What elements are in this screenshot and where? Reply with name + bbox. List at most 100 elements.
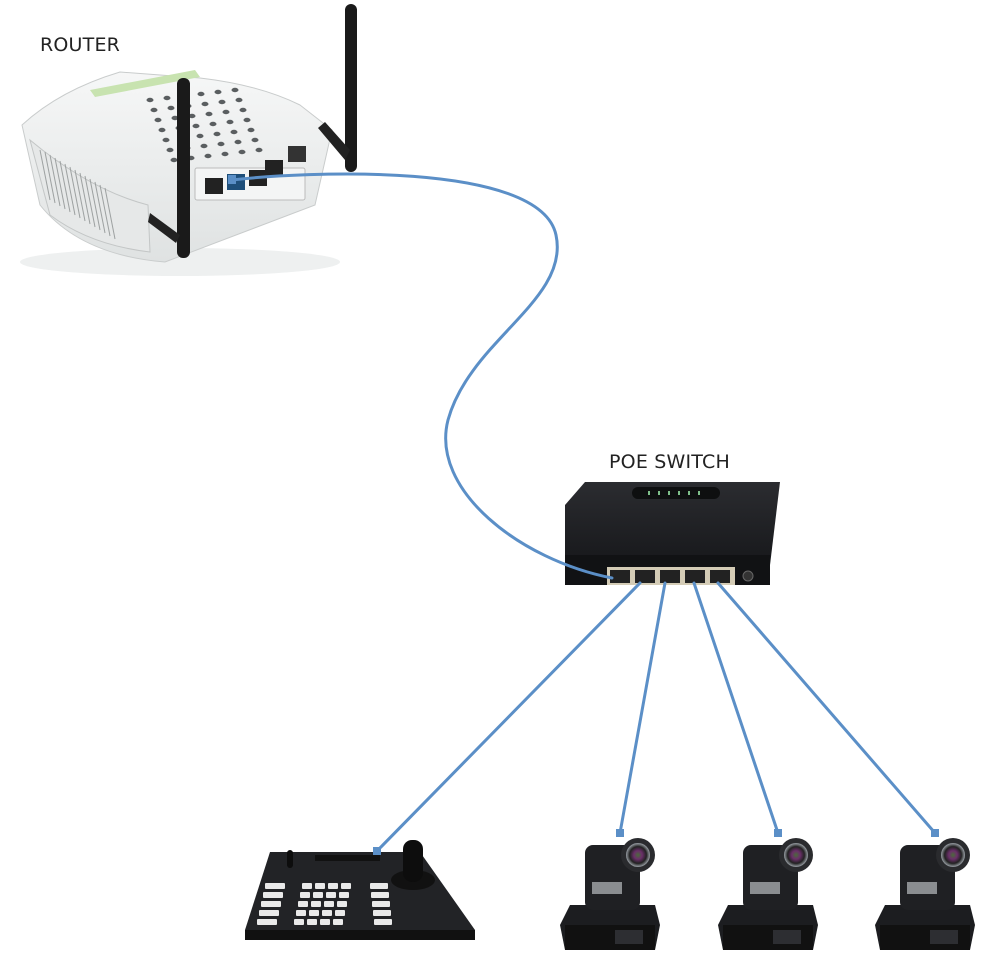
vent-hole	[217, 141, 225, 147]
router-vents	[39, 149, 116, 240]
vent-hole	[150, 107, 158, 113]
keyboard-key	[322, 910, 332, 916]
vent-hole	[154, 117, 162, 123]
camera-base-panel	[615, 930, 643, 944]
keyboard-key	[373, 910, 391, 916]
keyboard-key	[328, 883, 338, 889]
vent-hole	[200, 143, 208, 149]
keyboard-key	[371, 892, 389, 898]
vent-hole	[235, 97, 243, 103]
router-lan-port-4	[265, 160, 283, 176]
vent-hole	[239, 107, 247, 113]
vent-hole	[209, 121, 217, 127]
router-antenna-hinge-right	[318, 122, 350, 160]
ptz-keyboard-knob	[287, 850, 293, 868]
connector-camera-3	[931, 829, 939, 837]
keyboard-key	[300, 892, 310, 898]
keyboard-key	[324, 901, 334, 907]
keyboard-key	[302, 883, 312, 889]
poe-switch-body	[565, 482, 780, 565]
router-led-strip	[90, 70, 200, 97]
ptz-keyboard-body	[245, 852, 475, 930]
vent-hole	[197, 91, 205, 97]
ptz-keyboard-base	[245, 930, 475, 940]
keyboard-key	[333, 919, 343, 925]
cables	[230, 172, 937, 853]
ptz-keyboard-screen	[315, 855, 380, 861]
camera-tilt-bracket	[592, 882, 622, 894]
poe-switch-port-5	[710, 570, 730, 583]
poe-switch-port-3	[660, 570, 680, 583]
vent-hole	[170, 157, 178, 163]
vent-hole	[234, 139, 242, 145]
cable-switch-to-keyboard	[375, 581, 642, 853]
vent-hole	[221, 151, 229, 157]
poe-switch	[565, 482, 780, 585]
keyboard-key	[339, 892, 349, 898]
cable-switch-to-camera-3	[716, 581, 937, 835]
vent-hole	[222, 109, 230, 115]
vent-hole	[146, 97, 154, 103]
vent-hole	[226, 119, 234, 125]
keyboard-key	[309, 910, 319, 916]
vent-hole	[192, 123, 200, 129]
keyboard-key	[261, 901, 281, 907]
keyboard-key	[341, 883, 351, 889]
vent-hole	[218, 99, 226, 105]
poe-switch-led-panel	[632, 487, 720, 499]
cable-router-to-switch	[230, 172, 614, 580]
ptz-keyboard-joystick	[403, 840, 423, 882]
cable-switch-to-camera-2	[692, 581, 780, 835]
cable-connectors	[228, 175, 939, 855]
vent-hole	[230, 129, 238, 135]
camera-base-panel	[930, 930, 958, 944]
router	[20, 4, 357, 276]
vent-hole	[205, 111, 213, 117]
vent-hole	[163, 95, 171, 101]
poe-switch-label: POE SWITCH	[609, 451, 730, 473]
keyboard-key	[263, 892, 283, 898]
router-label: ROUTER	[40, 34, 121, 56]
keyboard-key	[296, 910, 306, 916]
poe-switch-leds	[648, 491, 700, 495]
poe-switch-power-jack	[742, 570, 754, 582]
keyboard-key	[320, 919, 330, 925]
vent-hole	[204, 153, 212, 159]
camera-tilt-bracket	[750, 882, 780, 894]
keyboard-key	[311, 901, 321, 907]
keyboard-key	[335, 910, 345, 916]
keyboard-key	[326, 892, 336, 898]
vent-hole	[213, 131, 221, 137]
router-antenna-right	[345, 4, 357, 172]
ptz-camera-3	[875, 838, 975, 950]
vent-hole	[166, 147, 174, 153]
keyboard-key	[298, 901, 308, 907]
router-shadow	[20, 248, 340, 276]
camera-tilt-bracket	[907, 882, 937, 894]
ptz-camera-1	[560, 838, 660, 950]
router-wan-port	[288, 146, 306, 162]
keyboard-key	[337, 901, 347, 907]
connector-keyboard	[373, 847, 381, 855]
vent-hole	[214, 89, 222, 95]
keyboard-key	[372, 901, 390, 907]
vent-hole	[158, 127, 166, 133]
keyboard-key	[370, 883, 388, 889]
camera-lens	[784, 843, 808, 867]
vent-hole	[243, 117, 251, 123]
camera-lens	[626, 843, 650, 867]
vent-hole	[196, 133, 204, 139]
keyboard-key	[257, 919, 277, 925]
vent-hole	[167, 105, 175, 111]
poe-switch-port-4	[685, 570, 705, 583]
poe-switch-port-1	[610, 570, 630, 583]
connector-router	[228, 175, 236, 184]
keyboard-key	[315, 883, 325, 889]
poe-switch-port-2	[635, 570, 655, 583]
vent-hole	[255, 147, 263, 153]
vent-hole	[162, 137, 170, 143]
keyboard-key	[294, 919, 304, 925]
router-lan-port-1	[205, 178, 223, 194]
keyboard-key	[313, 892, 323, 898]
